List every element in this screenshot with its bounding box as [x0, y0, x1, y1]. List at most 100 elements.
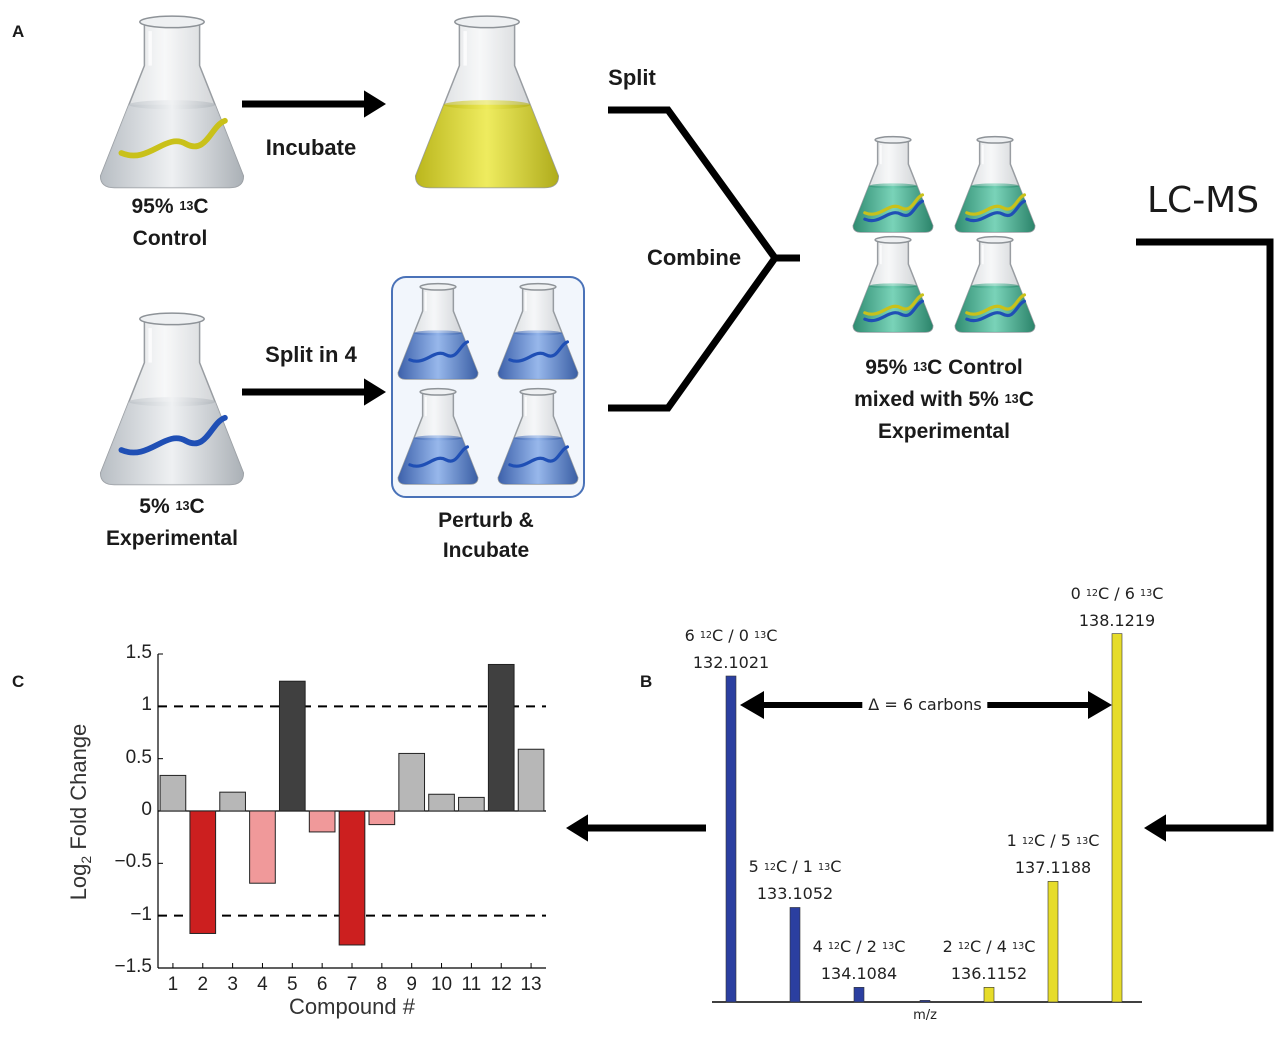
experimental-flask-label: 5% 13C Experimental	[106, 492, 238, 554]
y-tick-label: 0	[141, 799, 152, 820]
flask-liquid-surface	[414, 330, 462, 336]
bar-compound-1	[159, 774, 187, 812]
mixed-line-1-iso: 13	[913, 360, 928, 375]
spectrum-peak-3	[853, 987, 865, 1003]
flask-liquid	[398, 437, 478, 484]
flask-liquid-surface	[414, 435, 462, 441]
experimental-flask	[99, 312, 245, 486]
experimental-word: Experimental	[106, 527, 238, 550]
flask-liquid-surface	[971, 283, 1019, 289]
split-in-4-label: Split in 4	[265, 342, 357, 367]
panel-label-a: A	[12, 22, 25, 41]
y-tick-label: −1	[130, 903, 152, 925]
perturbed-flask	[397, 282, 479, 380]
bar-compound-6	[308, 810, 336, 833]
flask-liquid-surface	[443, 100, 531, 110]
worm	[508, 445, 570, 468]
mixed-flask	[954, 235, 1036, 333]
flask-liquid-surface	[869, 183, 917, 189]
worm	[863, 199, 925, 223]
flask-liquid	[100, 401, 244, 485]
mixed-line-2-iso: 13	[1004, 392, 1019, 407]
delta-arrowhead-right	[1088, 691, 1112, 719]
worm	[408, 340, 470, 363]
delta-label: Δ = 6 carbons	[862, 693, 988, 717]
split-label: Split	[608, 65, 656, 90]
bar-compound-4	[249, 810, 276, 884]
flask-rim	[976, 235, 1014, 244]
bar-compound-11	[458, 796, 485, 812]
mixed-flask	[852, 235, 934, 333]
flask-rim	[976, 135, 1014, 144]
flask-liquid	[415, 104, 559, 188]
incubate-arrowhead	[364, 90, 386, 118]
flask-rim	[874, 135, 912, 144]
split-in-4-arrowhead	[364, 378, 386, 406]
bar-compound-9	[398, 752, 426, 812]
mixed-flask	[954, 135, 1036, 233]
y-axis-label-sub: 2	[78, 855, 95, 864]
worm	[965, 293, 1027, 316]
flask-liquid	[955, 285, 1035, 332]
flask-liquid-surface	[869, 283, 917, 289]
bar-compound-3	[219, 791, 246, 812]
spectrum-peak-1	[725, 675, 737, 1003]
flask-rim	[419, 282, 457, 291]
spectrum-peak-6	[1047, 881, 1059, 1003]
bar-compound-10	[428, 793, 455, 812]
incubate-label: Incubate	[265, 135, 357, 160]
flask-rim	[139, 312, 205, 326]
flask-liquid-surface	[514, 435, 562, 441]
experimental-isotope: 13	[175, 499, 190, 514]
perturbed-flask	[497, 282, 579, 380]
x-tick-label: 10	[430, 974, 453, 995]
y-axis-label-rest: Fold Change	[65, 723, 91, 856]
y-tick-label: 0.5	[125, 746, 152, 768]
control-percent: 95%	[131, 195, 174, 218]
perturb-line-2: Incubate	[442, 539, 530, 562]
delta-arrowhead-left	[740, 691, 764, 719]
worm	[965, 193, 1027, 216]
bar-compound-8	[368, 810, 396, 826]
flask-rim	[454, 15, 520, 29]
worm	[508, 340, 570, 363]
x-tick-label: 1	[167, 974, 179, 995]
split-connector	[608, 106, 800, 262]
flask-liquid	[853, 285, 933, 332]
mixed-line-1a: 95%	[865, 356, 914, 379]
flask-liquid-surface	[514, 330, 562, 336]
x-tick-label: 8	[376, 974, 388, 995]
flask-liquid	[498, 437, 578, 484]
control-element: C	[193, 195, 209, 218]
mixed-line-1c: C Control	[927, 356, 1023, 379]
bar-compound-12	[487, 663, 515, 812]
flask-liquid	[955, 185, 1035, 232]
mixed-line-3: Experimental	[878, 420, 1010, 443]
bar-compound-2	[189, 810, 217, 934]
flask-liquid-surface	[128, 100, 216, 110]
flask-liquid	[498, 332, 578, 379]
lcms-connector	[1136, 238, 1274, 832]
flask-liquid-surface	[971, 183, 1019, 189]
worm	[118, 414, 228, 456]
mixed-line-2c: C	[1018, 388, 1034, 411]
flask-rim	[874, 235, 912, 244]
y-tick-label: 1.5	[125, 642, 152, 663]
perturbed-flask	[397, 387, 479, 485]
x-tick-label: 6	[316, 974, 328, 995]
y-axis-label: Log2 Fold Change	[66, 724, 94, 901]
worm	[965, 199, 1027, 223]
x-tick-label: 2	[197, 974, 209, 995]
spectrum-peak-7	[1111, 633, 1123, 1003]
mz-axis-label: m/z	[913, 1008, 937, 1023]
x-tick-label: 9	[406, 974, 417, 995]
perturb-incubate-label: Perturb & Incubate	[438, 506, 534, 566]
x-tick-label: 12	[490, 974, 512, 995]
flask-rim	[519, 282, 557, 291]
control-isotope: 13	[179, 199, 194, 214]
flask-rim	[139, 15, 205, 29]
